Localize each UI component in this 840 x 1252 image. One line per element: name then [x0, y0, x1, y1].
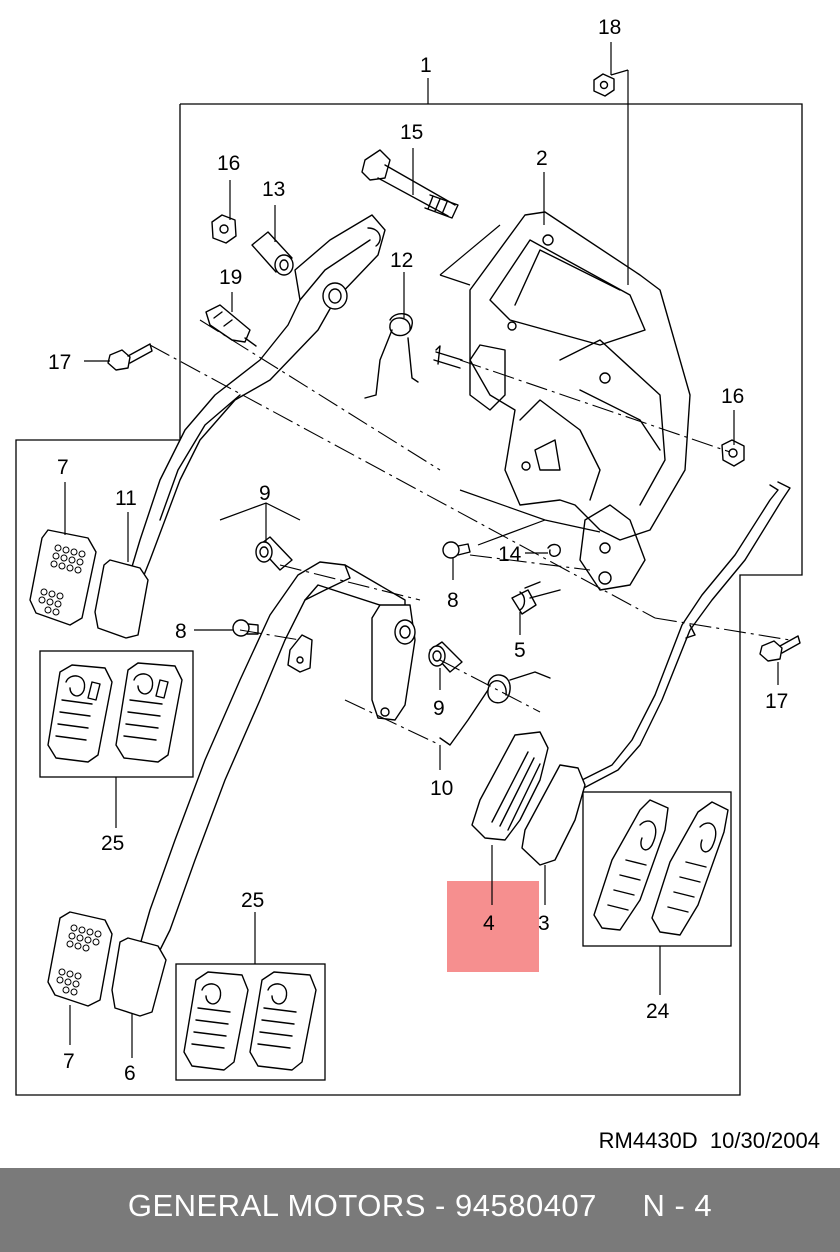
stopper-part-8-left	[232, 619, 259, 637]
pad-part-7-bottom	[47, 911, 113, 1007]
bushing-part-9-lower	[428, 641, 463, 673]
diagram-reference-code: RM4430D 10/30/2004	[598, 1128, 820, 1153]
callout-9-lower: 9	[433, 697, 445, 720]
spring-part-12	[364, 313, 419, 399]
callout-12: 12	[390, 249, 413, 272]
pad-kit-part-24	[582, 791, 732, 947]
callout-11: 11	[115, 487, 137, 510]
accelerator-pedal-part-3	[521, 481, 791, 866]
callout-25-lower: 25	[241, 889, 264, 912]
callout-1: 1	[420, 54, 432, 77]
bolt-part-17-right	[759, 635, 801, 662]
pad-part-7-top	[29, 529, 97, 626]
bolt-part-17-left	[107, 343, 153, 371]
callout-16-left: 16	[217, 152, 240, 175]
nut-part-18	[593, 73, 615, 97]
pivot-pin	[433, 345, 463, 369]
assembly-frame	[15, 103, 803, 1096]
callout-19: 19	[219, 266, 242, 289]
callout-8-left: 8	[175, 620, 187, 643]
pad-kit-part-25-upper	[39, 650, 194, 778]
spring-part-5	[511, 581, 561, 615]
stopper-part-8-right	[442, 541, 471, 559]
bushing-part-13	[251, 231, 294, 276]
callout-10: 10	[430, 777, 453, 800]
switch-part-19	[205, 304, 257, 347]
callout-labels: 1 2 3 4 5 6 7 7 8 8 9 9 10 11 12 13 14 1…	[48, 16, 788, 1085]
callout-5: 5	[514, 639, 526, 662]
callout-14: 14	[498, 543, 522, 566]
callout-8-right: 8	[447, 589, 459, 612]
callout-15: 15	[400, 121, 423, 144]
footer-part-number: GENERAL MOTORS - 94580407 N - 4	[127, 1188, 713, 1223]
pad-kit-part-25-lower	[175, 963, 326, 1081]
nut-part-16-right	[721, 439, 745, 467]
center-lines	[149, 319, 791, 746]
callout-7-bottom: 7	[63, 1050, 75, 1073]
accelerator-pad-part-4	[471, 731, 549, 841]
callout-16-right: 16	[721, 385, 744, 408]
spring-part-10	[439, 671, 551, 746]
callout-4: 4	[483, 912, 495, 935]
brake-pedal-part-6	[111, 561, 416, 1017]
bracket-part-2	[469, 211, 691, 591]
highlight-part-4	[447, 881, 539, 972]
callout-24: 24	[646, 1000, 670, 1023]
callout-18: 18	[598, 16, 621, 39]
callout-3: 3	[538, 912, 550, 935]
callout-13: 13	[262, 178, 285, 201]
callout-17-right: 17	[765, 690, 788, 713]
pedal-assembly-diagram: 1 2 3 4 5 6 7 7 8 8 9 9 10 11 12 13 14 1…	[15, 16, 803, 1096]
callout-9-upper: 9	[259, 482, 271, 505]
clutch-pedal-part-11	[94, 214, 386, 639]
callout-25-upper: 25	[101, 832, 124, 855]
callout-7-top: 7	[57, 456, 69, 479]
callout-6: 6	[124, 1062, 136, 1085]
bolt-part-15	[361, 149, 459, 219]
callout-17-left: 17	[48, 351, 71, 374]
footer-band	[0, 1168, 840, 1252]
leader-lines	[64, 42, 779, 1058]
callout-2: 2	[536, 147, 548, 170]
clip-part-14	[547, 543, 561, 557]
bushing-part-9-upper	[255, 536, 293, 571]
nut-part-16-left	[211, 214, 237, 244]
